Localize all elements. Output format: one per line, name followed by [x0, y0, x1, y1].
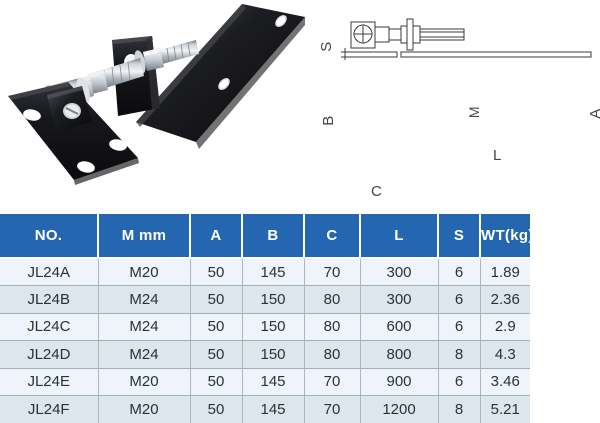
cell-b: 150	[242, 340, 305, 369]
hinge-strap-arm	[136, 4, 305, 149]
dim-label-a: A	[587, 108, 600, 119]
cell-c: 70	[304, 395, 361, 423]
cell-no: JL24F	[0, 395, 99, 423]
cell-b: 145	[242, 368, 305, 396]
drawing-top-view	[341, 18, 592, 60]
cell-l: 600	[360, 313, 439, 341]
hinge-base-plate	[8, 82, 139, 185]
cell-c: 80	[304, 313, 361, 341]
cell-b: 145	[242, 395, 305, 423]
dim-label-c: C	[371, 183, 383, 200]
cell-c: 80	[304, 340, 361, 369]
cell-l: 300	[360, 258, 439, 286]
cell-s: 6	[438, 258, 481, 286]
cell-a: 50	[190, 285, 243, 314]
cell-m: M20	[98, 395, 191, 423]
cell-c: 70	[304, 258, 361, 286]
cell-m: M20	[98, 368, 191, 396]
cell-l: 1200	[360, 395, 439, 423]
header-s: S	[438, 214, 481, 259]
cell-m: M24	[98, 285, 191, 314]
cell-a: 50	[190, 313, 243, 341]
cell-a: 50	[190, 258, 243, 286]
dim-label-b: B	[319, 115, 337, 126]
cell-wt: 2.36	[480, 285, 530, 314]
header-a: A	[190, 214, 243, 259]
cell-a: 50	[190, 368, 243, 396]
table-header-row: NO. M mm A B C L S WT(kg)	[0, 214, 533, 259]
product-photo	[0, 0, 310, 205]
header-wt: WT(kg)	[480, 214, 533, 259]
cell-l: 300	[360, 285, 439, 314]
cell-s: 8	[438, 340, 481, 369]
dim-label-s: S	[317, 41, 335, 52]
cell-c: 70	[304, 368, 361, 396]
cell-l: 800	[360, 340, 439, 369]
cell-b: 150	[242, 285, 305, 314]
dim-label-m: M	[466, 105, 483, 119]
cell-no: JL24B	[0, 285, 99, 314]
cell-m: M20	[98, 258, 191, 286]
top-illustration-area: S B C L A M	[0, 0, 600, 205]
dim-label-l: L	[493, 147, 502, 164]
cell-no: JL24D	[0, 340, 99, 369]
header-m: M mm	[98, 214, 191, 259]
cell-m: M24	[98, 340, 191, 369]
cell-no: JL24E	[0, 368, 99, 396]
header-c: C	[304, 214, 361, 259]
cell-s: 6	[438, 285, 481, 314]
cell-l: 900	[360, 368, 439, 396]
cell-wt: 5.21	[480, 395, 530, 423]
header-no: NO.	[0, 214, 99, 259]
cell-m: M24	[98, 313, 191, 341]
cell-s: 6	[438, 313, 481, 341]
technical-drawing: S B C L A M	[305, 0, 600, 205]
header-l: L	[360, 214, 439, 259]
cell-a: 50	[190, 395, 243, 423]
cell-s: 6	[438, 368, 481, 396]
cell-s: 8	[438, 395, 481, 423]
cell-c: 80	[304, 285, 361, 314]
header-b: B	[242, 214, 305, 259]
cell-no: JL24A	[0, 258, 99, 286]
cell-wt: 2.9	[480, 313, 530, 341]
cell-wt: 3.46	[480, 368, 530, 396]
cell-wt: 4.3	[480, 340, 530, 369]
cell-a: 50	[190, 340, 243, 369]
cell-no: JL24C	[0, 313, 99, 341]
cell-b: 150	[242, 313, 305, 341]
cell-wt: 1.89	[480, 258, 530, 286]
cell-b: 145	[242, 258, 305, 286]
